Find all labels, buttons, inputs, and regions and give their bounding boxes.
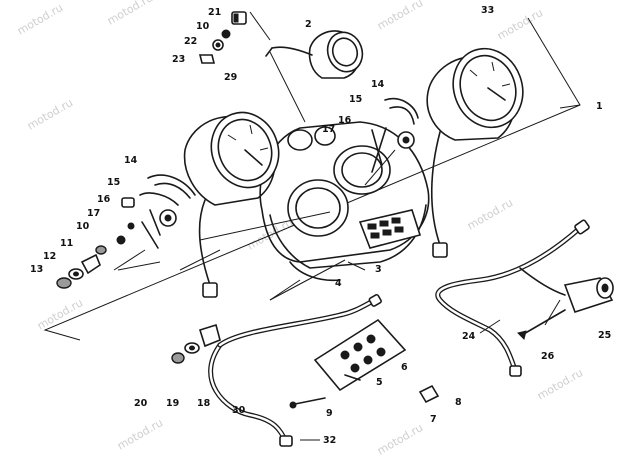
callout-16-right: 16	[338, 115, 352, 126]
callout-7: 7	[430, 414, 437, 425]
callout-10-top: 10	[196, 21, 210, 32]
watermark: motod.ru	[535, 366, 585, 402]
indicator-panel-part	[358, 209, 422, 249]
callout-16: 16	[97, 194, 111, 205]
callout-29: 29	[224, 72, 237, 83]
watermark: motod.ru	[115, 416, 165, 452]
callout-19: 19	[166, 398, 179, 409]
watermark: motod.ru	[375, 0, 425, 33]
callout-1: 1	[596, 101, 603, 112]
watermark: motod.ru	[15, 1, 65, 37]
callout-9: 9	[326, 408, 333, 419]
right-cable-part	[435, 219, 590, 377]
callout-30: 30	[232, 405, 246, 416]
callout-23: 23	[172, 54, 185, 65]
sensor-part	[517, 267, 614, 340]
callout-20: 20	[134, 398, 148, 409]
guide-lines	[179, 51, 396, 301]
left-harness-part	[139, 174, 196, 249]
callout-26: 26	[541, 351, 555, 362]
callout-3: 3	[375, 264, 382, 275]
callout-33: 33	[481, 5, 494, 16]
callout-14: 14	[124, 155, 138, 166]
callout-21: 21	[208, 7, 221, 18]
callout-8: 8	[455, 397, 462, 408]
left-gauge-part	[183, 111, 280, 298]
callout-4: 4	[335, 278, 342, 289]
callout-22: 22	[184, 36, 197, 47]
bulb-socket-part	[121, 197, 135, 208]
leader-lines	[269, 261, 561, 441]
callout-13: 13	[30, 264, 43, 275]
watermark: motod.ru	[465, 196, 515, 232]
callout-15: 15	[107, 177, 120, 188]
callout-6: 6	[401, 362, 408, 373]
callout-2: 2	[305, 19, 312, 30]
left-cable-part	[208, 293, 382, 447]
callout-18: 18	[197, 398, 211, 409]
right-harness-part	[371, 98, 419, 173]
watermark: motod.ru	[25, 96, 75, 132]
callout-15-right: 15	[349, 94, 362, 105]
callout-17-right: 17	[322, 124, 335, 135]
callout-14-right: 14	[371, 79, 385, 90]
callout-32: 32	[323, 435, 336, 446]
top-small-parts	[198, 11, 271, 64]
watermark: motod.ru	[375, 421, 425, 457]
callout-25: 25	[598, 330, 611, 341]
callout-5: 5	[376, 377, 383, 388]
callout-11: 11	[60, 238, 73, 249]
callout-12: 12	[43, 251, 56, 262]
watermark: motod.ru	[35, 296, 85, 332]
right-gauge-part	[426, 47, 524, 258]
callout-17: 17	[87, 208, 100, 219]
small-gauge-part	[265, 30, 364, 79]
callout-24: 24	[462, 331, 476, 342]
callout-labels: 1 2 3 4 5 6 7 8 9 10 10 11 12 13 14 14 1…	[30, 5, 611, 446]
watermark: motod.ru	[495, 6, 545, 42]
bottom-small-parts	[171, 323, 221, 364]
watermark: motod.ru	[105, 0, 155, 28]
bulb-panel-part	[289, 318, 440, 409]
left-small-parts	[56, 222, 161, 289]
callout-10: 10	[76, 221, 90, 232]
